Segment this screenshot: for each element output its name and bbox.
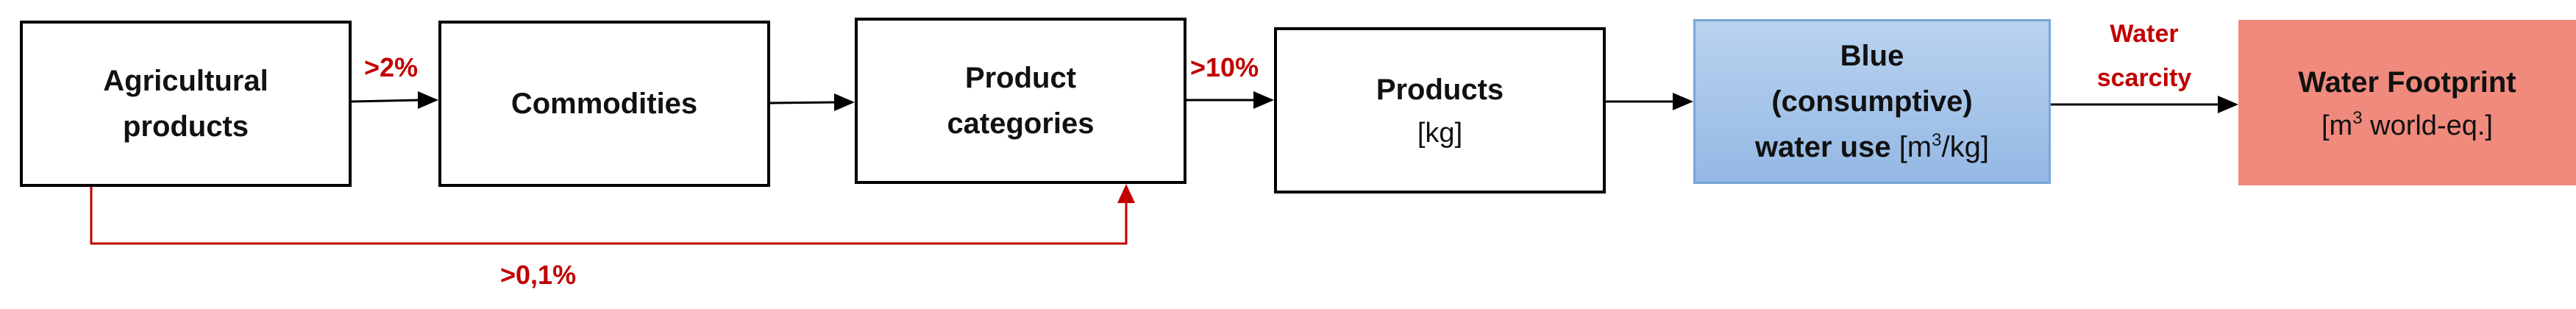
- node-products: Products [kg]: [1274, 27, 1606, 193]
- node-blue-unit-sup: 3: [1932, 130, 1942, 150]
- edge-label-10-percent: >10%: [1190, 52, 1259, 82]
- edge-label-0-1-percent: >0,1%: [500, 260, 577, 290]
- node-products-line1: Products: [1376, 74, 1504, 106]
- node-blue-line3: water use: [1755, 131, 1891, 163]
- arrow-agri-to-commodities: [351, 91, 438, 109]
- node-footprint-unit-post: world-eq.]: [2362, 110, 2493, 141]
- node-blue-line1: Blue: [1840, 40, 1904, 72]
- node-blue-line2: (consumptive): [1771, 85, 1973, 118]
- node-blue-water-use: Blue (consumptive) water use [m3/kg]: [1693, 19, 2051, 184]
- node-water-footprint: Water Footprint [m3 world-eq.]: [2238, 20, 2576, 185]
- edge-label-water-scarcity-line1: Water: [2110, 20, 2179, 48]
- arrow-blue-to-footprint: [2051, 96, 2238, 113]
- node-product-categories: Product categories: [855, 18, 1186, 184]
- node-footprint-line1: Water Footprint: [2298, 65, 2516, 99]
- node-product-categories-line2: categories: [947, 107, 1095, 140]
- arrow-products-to-blue: [1606, 93, 1693, 110]
- node-footprint-unit: [m3 world-eq.]: [2321, 105, 2493, 146]
- edge-label-2-percent: >2%: [364, 52, 419, 82]
- node-commodities-line1: Commodities: [510, 88, 698, 120]
- node-blue-unit: [m3/kg]: [1899, 131, 1989, 163]
- node-blue-unit-pre: [m: [1899, 131, 1932, 163]
- node-footprint-unit-sup: 3: [2352, 107, 2363, 128]
- edge-label-water-scarcity-line2: scarcity: [2096, 64, 2192, 92]
- edge-label-water-scarcity: Water scarcity: [2071, 12, 2218, 100]
- arrow-commodities-to-categories: [769, 93, 855, 111]
- node-blue-unit-post: /kg]: [1941, 131, 1989, 163]
- node-footprint-unit-pre: [m: [2321, 110, 2353, 141]
- node-agricultural-products: Agricultural products: [20, 21, 352, 187]
- node-products-unit: [kg]: [1417, 118, 1463, 149]
- node-blue-line3-row: water use [m3/kg]: [1755, 124, 1989, 170]
- node-commodities: Commodities: [438, 21, 770, 187]
- node-agricultural-products-line1: Agricultural: [103, 65, 268, 97]
- node-agricultural-products-line2: products: [122, 110, 249, 143]
- node-product-categories-line1: Product: [964, 62, 1077, 94]
- arrow-agri-bypass-to-categories: [90, 184, 1135, 245]
- arrow-categories-to-products: [1186, 91, 1274, 109]
